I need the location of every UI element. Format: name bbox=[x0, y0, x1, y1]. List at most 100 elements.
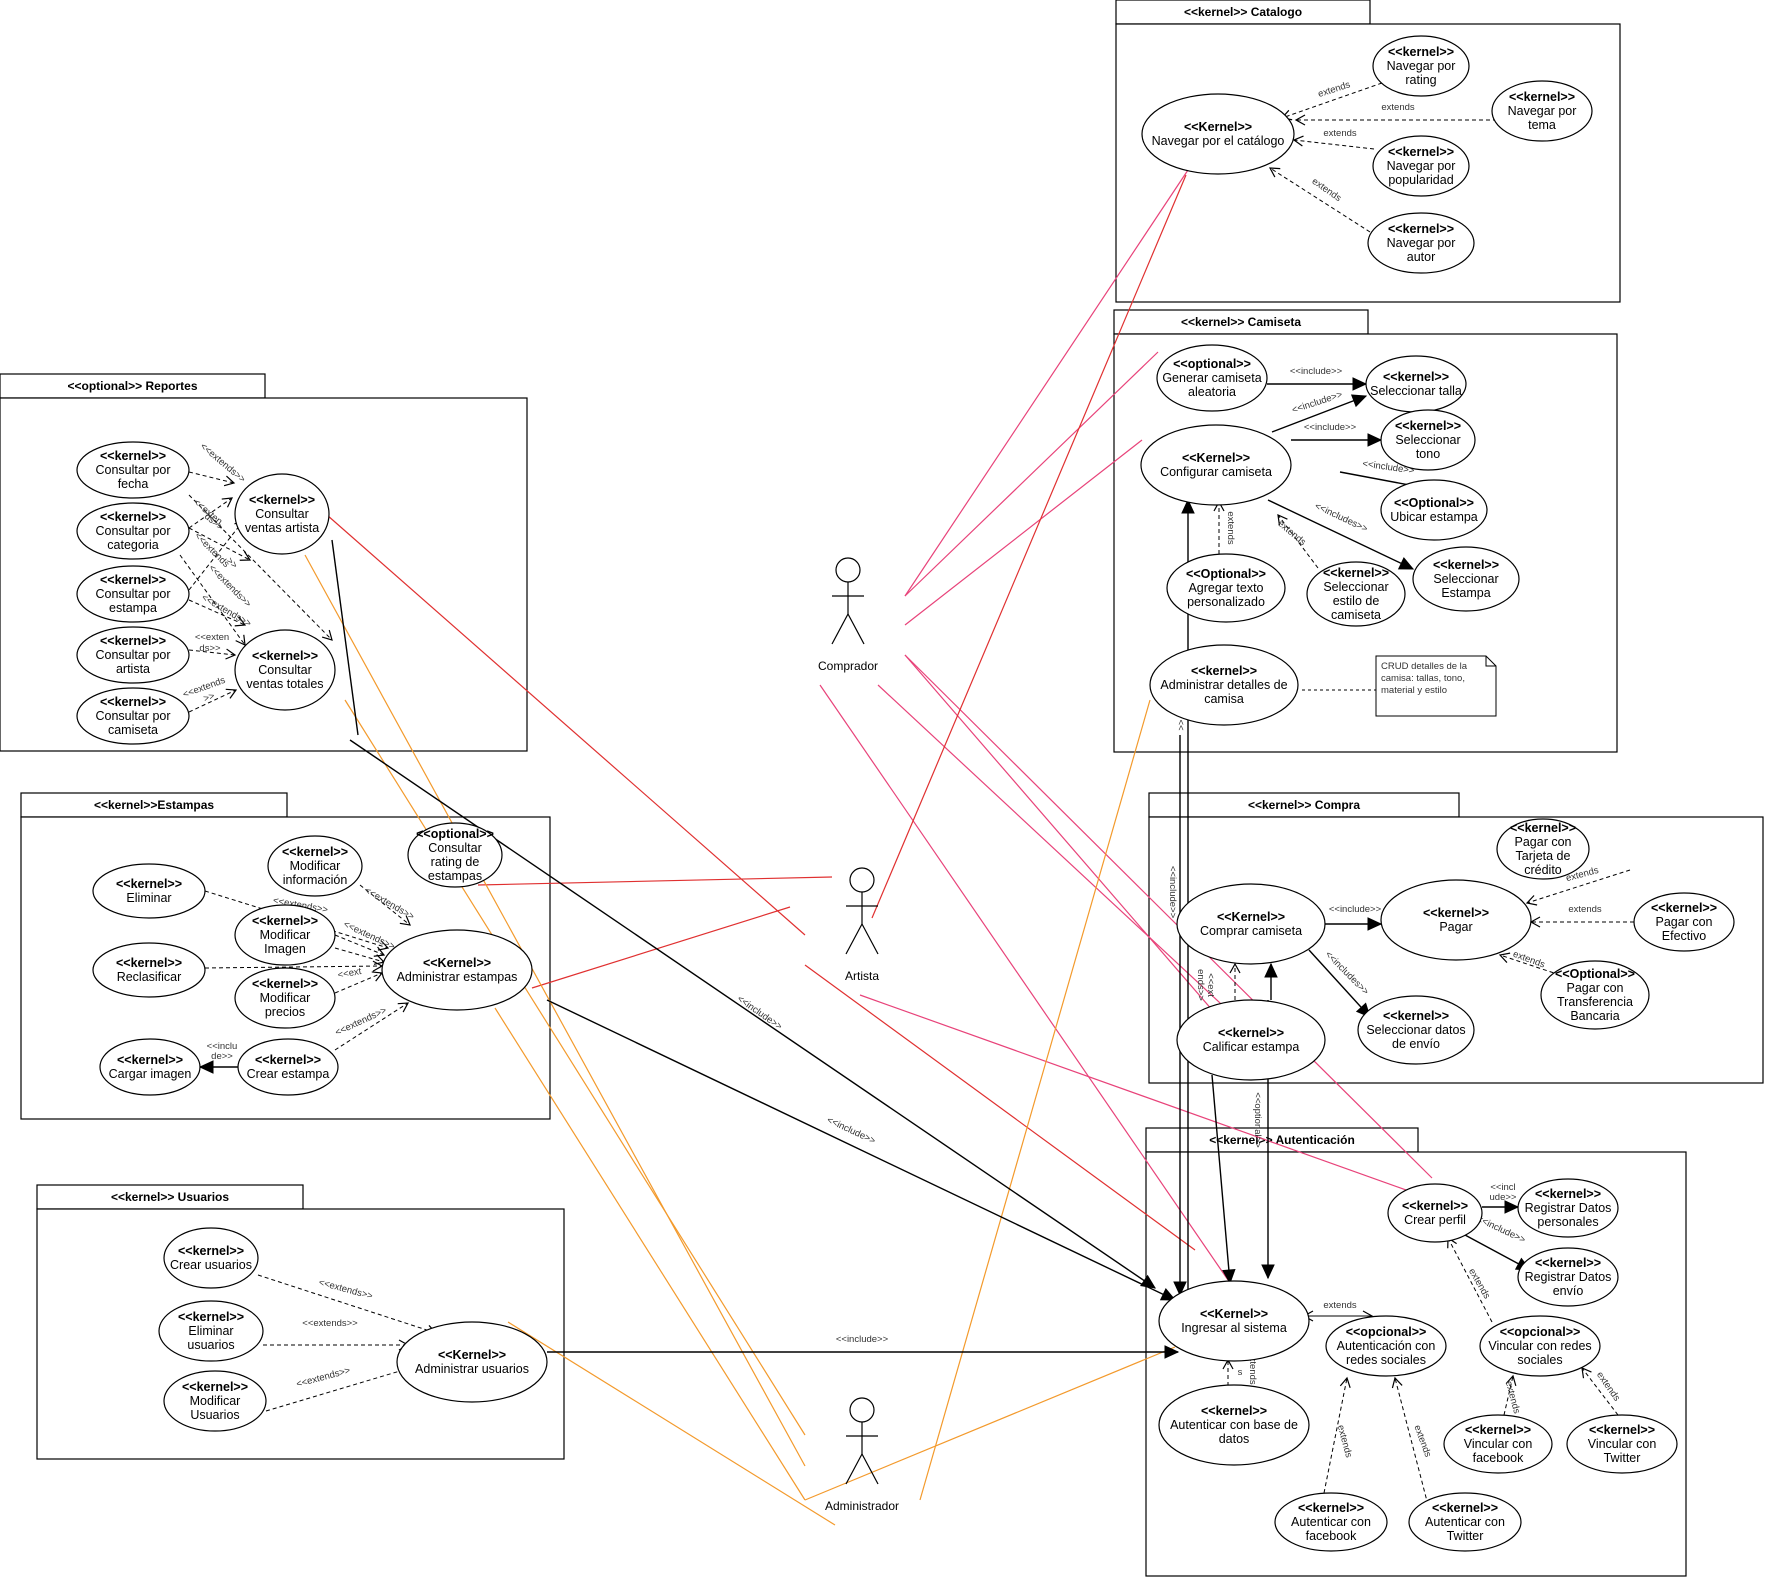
use-case-nav-catalogo: <<Kernel>>Navegar por el catálogo bbox=[1141, 93, 1295, 175]
relation-label: <<include>> bbox=[735, 993, 785, 1032]
use-case-ellipse bbox=[234, 473, 330, 555]
use-case-label: <<optional>> bbox=[1173, 357, 1251, 371]
use-case-label: <<Kernel>> bbox=[438, 1348, 506, 1362]
use-case-label: Administrar estampas bbox=[397, 970, 518, 984]
use-case-label: artista bbox=[116, 662, 150, 676]
use-case-label: Administrar detalles de bbox=[1160, 678, 1287, 692]
relation-label: <<extends>> bbox=[302, 1318, 358, 1329]
use-case-label: <<kernel>> bbox=[252, 914, 318, 928]
use-case-ellipse bbox=[163, 1370, 267, 1432]
use-case-label: estampa bbox=[109, 601, 157, 615]
actor-leg bbox=[861, 923, 879, 955]
use-case-label: <<kernel>> bbox=[1651, 901, 1717, 915]
include-relation bbox=[1308, 949, 1371, 1018]
use-case-label: redes sociales bbox=[1346, 1353, 1426, 1367]
use-case-ellipse bbox=[163, 1227, 259, 1289]
relation-label: <<include>> bbox=[836, 1334, 889, 1345]
use-case-label: estilo de bbox=[1333, 594, 1380, 608]
package-title: <<optional>> Reportes bbox=[67, 379, 197, 393]
use-case-label: <<kernel>> bbox=[182, 1380, 248, 1394]
use-case-label: <<Kernel>> bbox=[423, 956, 491, 970]
actor-head bbox=[835, 557, 861, 583]
use-case-ellipse bbox=[92, 942, 206, 998]
actor-leg bbox=[861, 1453, 879, 1485]
use-case-label: <<kernel>> bbox=[1395, 419, 1461, 433]
use-case-ellipse bbox=[1540, 960, 1650, 1030]
use-case-label: información bbox=[283, 873, 348, 887]
extends-relation bbox=[179, 554, 246, 647]
use-case-label: facebook bbox=[1473, 1451, 1524, 1465]
use-case-ellipse bbox=[1357, 995, 1475, 1065]
use-case-label: <<kernel>> bbox=[178, 1310, 244, 1324]
use-case-ellipse bbox=[1306, 561, 1406, 627]
package-tab bbox=[20, 792, 288, 818]
use-case-label: tono bbox=[1416, 447, 1440, 461]
package-title: <<kernel>> Catalogo bbox=[1184, 5, 1302, 19]
use-case-label: Pagar bbox=[1439, 920, 1472, 934]
use-case-label: Agregar texto bbox=[1188, 581, 1263, 595]
extends-relation bbox=[188, 519, 245, 591]
use-case-ellipse bbox=[158, 1300, 264, 1362]
actor-name: Administrador bbox=[825, 1499, 899, 1513]
use-case-label: envío bbox=[1553, 1284, 1584, 1298]
use-case-label: <<Kernel>> bbox=[1217, 910, 1285, 924]
use-case-label: <<kernel>> bbox=[117, 1053, 183, 1067]
use-case-calificar: <<kernel>>Calificar estampa bbox=[1176, 999, 1326, 1081]
actor-leg bbox=[845, 923, 863, 955]
use-case-label: Modificar bbox=[260, 991, 311, 1005]
use-case-label: crédito bbox=[1524, 863, 1562, 877]
use-case-label: Twitter bbox=[1604, 1451, 1641, 1465]
use-case-label: Navegar por bbox=[1387, 159, 1456, 173]
use-case-label: Generar camiseta bbox=[1162, 371, 1261, 385]
association-line bbox=[331, 539, 359, 736]
relation-label: extends bbox=[1568, 904, 1602, 915]
use-case-label: autor bbox=[1407, 250, 1436, 264]
use-case-label: Vincular con bbox=[1464, 1437, 1533, 1451]
extends-relation bbox=[1280, 82, 1383, 121]
use-case-label: ventas totales bbox=[246, 677, 323, 691]
use-case-label: Crear estampa bbox=[247, 1067, 330, 1081]
use-case-label: <<kernel>> bbox=[1433, 558, 1499, 572]
use-case-label: <<kernel>> bbox=[100, 449, 166, 463]
use-case-label: Navegar por el catálogo bbox=[1152, 134, 1285, 148]
use-case-label: Consultar por bbox=[95, 463, 170, 477]
use-case-label: Consultar por bbox=[95, 648, 170, 662]
extends-relation bbox=[334, 934, 386, 957]
note-text: CRUD detalles de la bbox=[1381, 661, 1468, 672]
use-case-ellipse bbox=[1517, 1178, 1619, 1238]
use-case-label: Modificar bbox=[290, 859, 341, 873]
package-title: <<kernel>>Estampas bbox=[94, 798, 214, 812]
include-relation bbox=[1267, 499, 1415, 570]
package-tab bbox=[1115, 0, 1371, 25]
use-case-label: ventas artista bbox=[245, 521, 319, 535]
use-case-label: Bancaria bbox=[1570, 1009, 1619, 1023]
use-case-label: Registrar Datos bbox=[1525, 1270, 1612, 1284]
association-line bbox=[344, 699, 806, 1436]
package-tab bbox=[1145, 1127, 1419, 1153]
use-case-ellipse bbox=[1325, 1315, 1447, 1377]
use-case-label: Seleccionar datos bbox=[1366, 1023, 1465, 1037]
use-case-ellipse bbox=[1566, 1414, 1678, 1474]
actor-name: Comprador bbox=[818, 659, 878, 673]
extends-relation bbox=[188, 494, 333, 641]
use-case-label: precios bbox=[265, 1005, 305, 1019]
extends-relation bbox=[204, 960, 384, 972]
extends-relation bbox=[188, 497, 234, 529]
extends-relation bbox=[1323, 1376, 1351, 1494]
relation-label: <<include>> bbox=[825, 1115, 877, 1147]
association-line bbox=[326, 514, 806, 936]
use-case-label: <<kernel>> bbox=[252, 977, 318, 991]
association-line bbox=[859, 994, 1421, 1196]
